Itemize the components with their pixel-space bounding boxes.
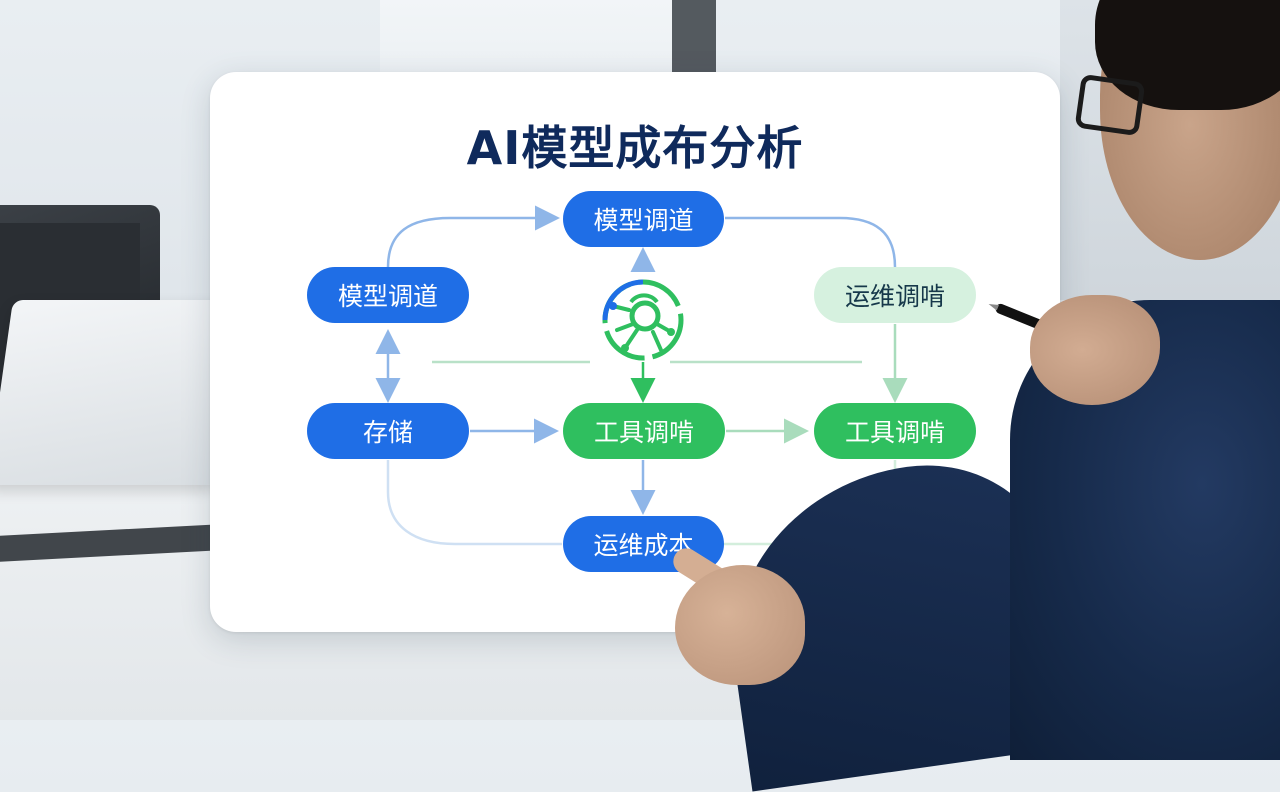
node-ops-tuning-right[interactable]: 运维调啃: [814, 267, 976, 323]
node-storage[interactable]: 存储: [307, 403, 469, 459]
node-model-tuning-top[interactable]: 模型调道: [563, 191, 724, 247]
ai-network-gear-icon: [602, 279, 684, 361]
node-tool-tuning-right[interactable]: 工具调啃: [814, 403, 976, 459]
node-model-tuning-left[interactable]: 模型调道: [307, 267, 469, 323]
glasses: [1074, 73, 1146, 137]
node-tool-tuning-center[interactable]: 工具调啃: [563, 403, 725, 459]
pointing-hand: [675, 565, 805, 685]
arrow-top-to-right: [725, 216, 897, 268]
node-ops-cost[interactable]: 运维成本: [563, 516, 724, 572]
loop-left-to-bottom: [386, 460, 562, 546]
board-title: AI模型成布分析: [466, 121, 804, 175]
presenter-hair: [1095, 0, 1280, 110]
arrow-left-to-top: [386, 205, 560, 268]
hand-holding-pen: [1030, 295, 1160, 405]
laptop: [0, 300, 244, 485]
